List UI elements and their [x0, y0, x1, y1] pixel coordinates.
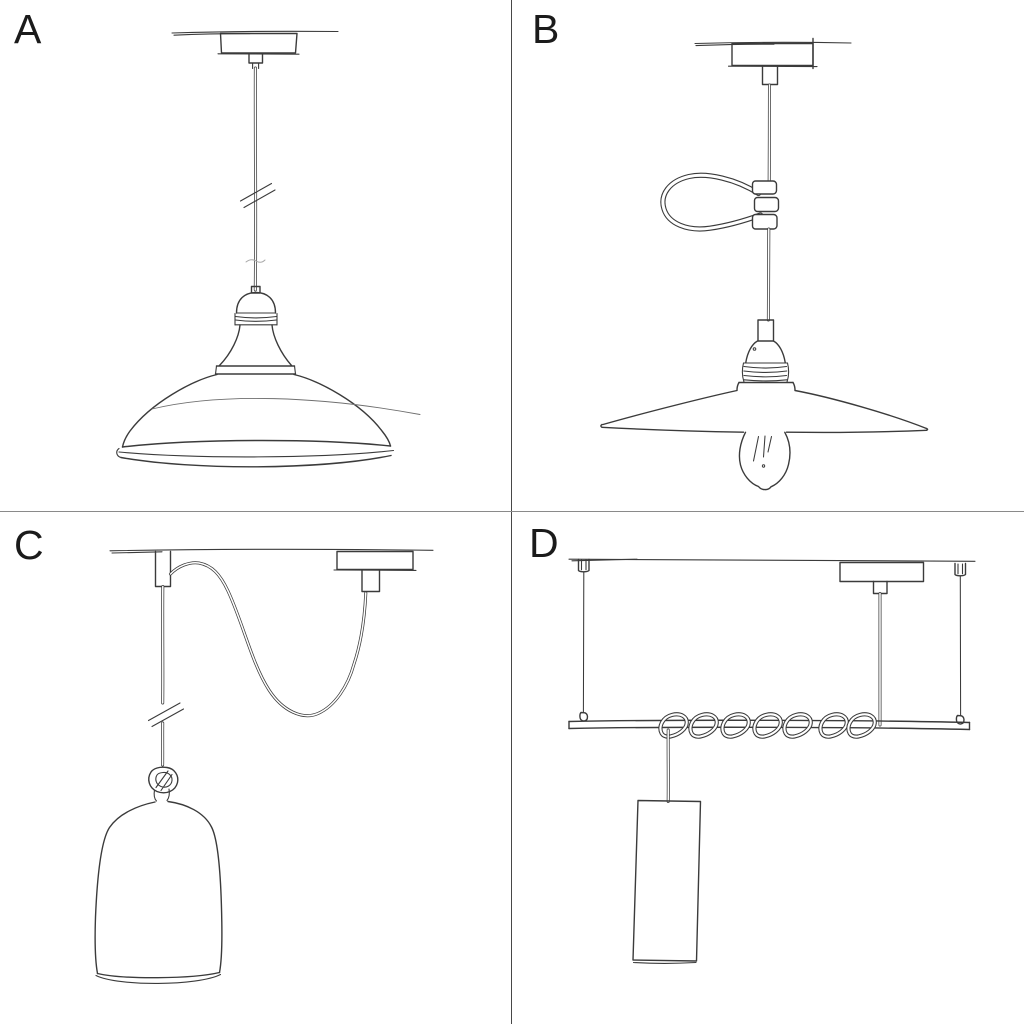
left-wire-anchor [577, 558, 590, 722]
lamp-socket [736, 319, 796, 391]
bell-shade [94, 800, 223, 984]
cable-length-mark [147, 702, 185, 728]
pendant-sketch-a [116, 30, 421, 468]
suspension-bar [568, 719, 971, 731]
bowl-shade [116, 373, 421, 468]
panel-b-label: B [532, 6, 560, 52]
edison-bulb [738, 431, 791, 491]
ceiling-rose [839, 561, 925, 595]
cable-loop-strap [663, 175, 761, 229]
cable-length-mark [239, 182, 276, 263]
ceiling-line [568, 558, 976, 562]
pendant-sketch-c [94, 548, 434, 984]
panel-d-label: D [529, 520, 559, 566]
cable-clamp [751, 180, 780, 230]
ceiling-line [109, 548, 434, 554]
swag-cable [169, 561, 368, 718]
panel-a: A [0, 0, 512, 512]
horizontal-divider [0, 511, 1024, 513]
cable-knot [148, 766, 179, 802]
pendant-sketch-b [600, 37, 929, 491]
panel-b: B [512, 0, 1024, 512]
cylinder-shade [632, 799, 702, 964]
ceiling-rose [333, 550, 417, 593]
coiled-cable [659, 711, 877, 740]
panel-c: C [0, 512, 512, 1024]
pendant-sketch-d [568, 558, 976, 964]
lamp-holder [214, 285, 297, 375]
panel-a-label: A [14, 6, 42, 52]
ceiling-rose [217, 32, 300, 70]
panel-c-label: C [14, 522, 44, 568]
right-wire-anchor [954, 562, 967, 725]
ceiling-rose [727, 37, 818, 86]
ceiling-hook-mount [154, 550, 172, 588]
panel-d: D [512, 512, 1024, 1024]
flat-disc-shade [600, 389, 929, 434]
